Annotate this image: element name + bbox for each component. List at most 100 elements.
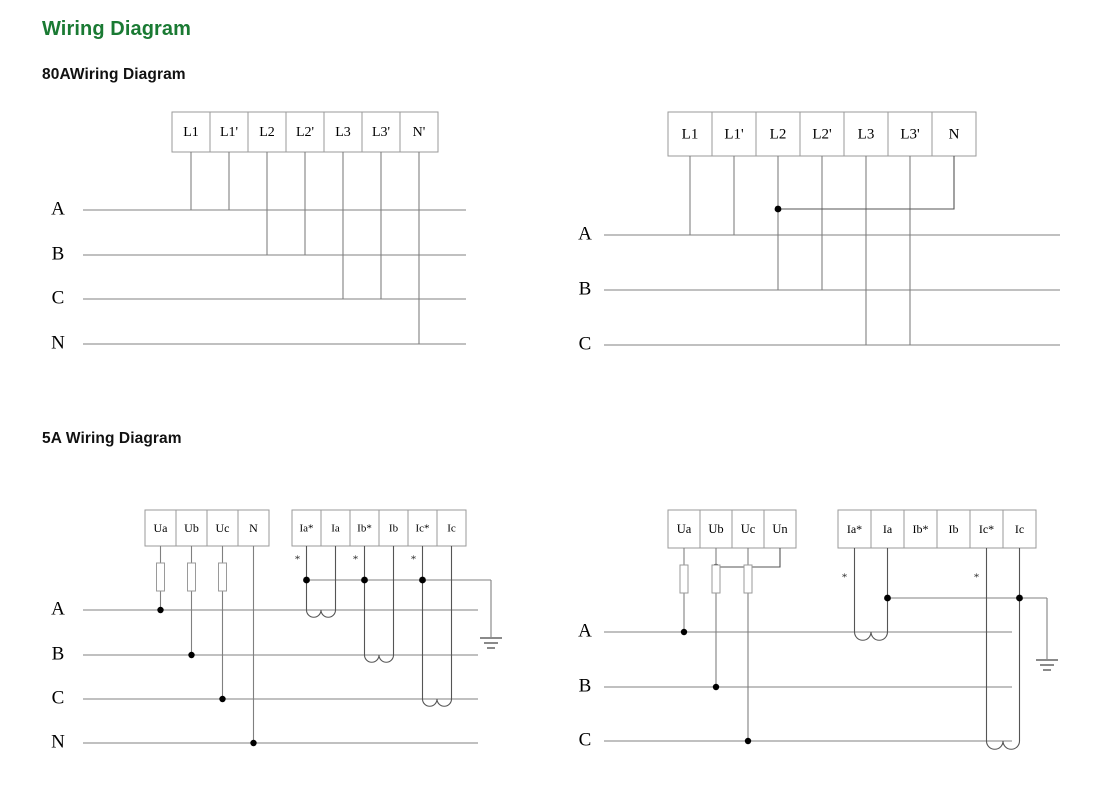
terminal-5a-left-voltage-cell[interactable] [175,509,208,547]
polarity-star: * [353,554,359,566]
page-title: Wiring Diagram [42,18,192,40]
phase-label: A [51,598,65,619]
terminal-5a-right-voltage-cell-label: Un [772,522,788,536]
phase-label: C [579,729,592,750]
terminal-5a-left-current-cell[interactable] [436,509,467,547]
ct-symbol [853,631,889,641]
ct-coil-arc [305,609,337,618]
phase-label: B [52,243,65,264]
terminal-80a-left-cell-label: L3' [372,125,390,140]
ground-symbol [1036,598,1058,671]
terminal-80a-left-cell[interactable] [171,111,211,153]
current-bus-dot [1016,594,1023,602]
ct-symbol [305,609,337,618]
terminal-5a-left-current-cell[interactable] [407,509,438,547]
current-bus-dot [884,594,891,602]
terminal-5a-left-current-cell[interactable] [378,509,409,547]
terminal-5a-right-current-cell[interactable] [936,509,971,549]
terminal-80a-left-cell[interactable] [361,111,401,153]
fuse-symbol [187,562,196,592]
terminal-5a-left-current-cell-label: Ib* [357,523,372,535]
phase-label: B [579,278,592,299]
current-bus-dot [419,576,426,584]
terminal-5a-right-current-cell[interactable] [1002,509,1037,549]
terminal-5a-left-current-cell-label: Ia [331,523,340,535]
ct-coil-arc [421,698,453,707]
ct-coil-arc [985,740,1021,750]
terminal-5a-right-voltage-cell[interactable] [699,509,733,549]
junction-dot-Un-Ub [712,563,720,571]
terminal-5a-right-current-cell-label: Ib [949,522,959,536]
terminal-5a-right-current-cell[interactable] [969,509,1004,549]
terminal-80a-left-cell-label: L2' [296,125,314,140]
terminal-5a-left-voltage-cell[interactable] [206,509,239,547]
terminal-80a-right-cell[interactable] [843,111,889,157]
terminal-80a-right-cell[interactable] [799,111,845,157]
terminal-80a-right-cell[interactable] [755,111,801,157]
current-bus-dot [303,576,310,584]
ground-symbol [480,580,502,649]
terminal-80a-right-cell[interactable] [931,111,977,157]
link-Un-to-Ub [716,548,781,568]
terminal-80a-right-cell[interactable] [711,111,757,157]
voltage-node-dot [188,651,195,659]
terminal-80a-left-cell-label: N' [413,125,426,140]
terminal-80a-left-cell[interactable] [399,111,439,153]
terminal-5a-right-voltage-cell-label: Ua [677,522,692,536]
terminal-80a-right-cell-label: L2' [812,126,832,142]
phase-label: A [578,223,592,244]
fuse-symbol [711,564,721,594]
phase-label: C [579,333,592,354]
phase-label: A [578,620,592,641]
terminal-5a-left-current-cell-label: Ib [389,523,399,535]
terminal-5a-right-current-cell[interactable] [837,509,872,549]
terminal-5a-left-voltage-cell[interactable] [144,509,177,547]
terminal-80a-right-cell-label: L2 [770,126,787,142]
terminal-5a-left-current-cell-label: Ic [447,523,456,535]
terminal-80a-left-cell-label: L3 [335,125,351,140]
terminal-5a-left-current-cell[interactable] [320,509,351,547]
voltage-node-dot [744,737,752,745]
terminal-80a-right-cell[interactable] [667,111,713,157]
terminal-5a-right-current-cell-label: Ic* [979,522,994,536]
terminal-80a-left-cell[interactable] [285,111,325,153]
terminal-5a-right-voltage-cell[interactable] [731,509,765,549]
terminal-5a-left-current-cell[interactable] [291,509,322,547]
terminal-80a-right-cell-label: L1' [724,126,744,142]
terminal-80a-right-cell-label: N [949,126,960,142]
terminal-5a-left-voltage-cell[interactable] [237,509,270,547]
terminal-5a-left-current-block: Ia* Ia Ib* Ib Ic* Ic [291,509,467,547]
terminal-80a-left-cell[interactable] [323,111,363,153]
terminal-5a-left-current-cell[interactable] [349,509,380,547]
terminal-80a-left-cell[interactable] [247,111,287,153]
terminal-80a-right-cell[interactable] [887,111,933,157]
terminal-5a-right-voltage-cell[interactable] [667,509,701,549]
phase-label: A [51,198,65,219]
current-bus-dot [361,576,368,584]
terminal-80a-right-cell-label: L1 [682,126,699,142]
terminal-5a-right-voltage-cell[interactable] [763,509,797,549]
terminal-5a-right-current-cell[interactable] [903,509,938,549]
terminal-80a-left-cell-label: L2 [259,125,275,140]
fuse-symbol [156,562,165,592]
terminal-80a-left-cell[interactable] [209,111,249,153]
terminal-5a-right-current-cell[interactable] [870,509,905,549]
terminal-5a-left-voltage-cell-label: N [249,521,258,535]
fuse-symbol [743,564,753,594]
terminal-5a-left-current-cell-label: Ic* [415,523,429,535]
ct-symbol [421,698,453,707]
ct-symbol [985,740,1021,750]
terminal-5a-left-voltage-cell-label: Ua [154,521,169,535]
terminal-5a-left-voltage-cell-label: Uc [216,521,230,535]
phase-label: N [51,731,65,752]
terminal-5a-left-current-cell-label: Ia* [299,523,313,535]
fuse-symbol [679,564,689,594]
terminal-80a-right-cell-label: L3' [900,126,920,142]
